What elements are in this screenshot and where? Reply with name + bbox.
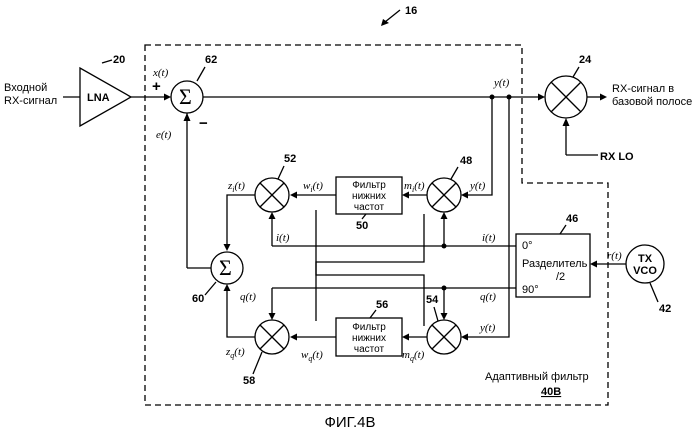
e-signal-label: e(t) <box>156 129 172 141</box>
lpf-56-leader <box>370 310 376 318</box>
cross-wire-a <box>316 210 424 326</box>
mixer58-q-arrow <box>269 313 276 320</box>
mixer-52-number: 52 <box>284 153 296 165</box>
y-top-signal-label: y(t) <box>493 77 510 89</box>
junction-i <box>442 244 447 249</box>
sum62-plus: + <box>152 78 161 95</box>
mixer24-input-arrow <box>538 94 545 101</box>
sum60-zq-arrow <box>224 284 231 291</box>
mixer-48-number: 48 <box>460 155 472 167</box>
sum62-minus: − <box>199 115 208 132</box>
summer-62-number: 62 <box>205 54 217 66</box>
baseband-output-arrow <box>600 94 607 101</box>
y-54-signal-label: y(t) <box>479 322 496 334</box>
tx-vco-number: 42 <box>659 303 671 315</box>
splitter-46-number: 46 <box>566 213 578 225</box>
lpf56-input-arrow <box>402 334 409 341</box>
mixer48-i-arrow <box>441 212 448 219</box>
summer-62-symbol: Σ <box>179 84 192 109</box>
q-left-signal-label: q(t) <box>240 291 256 303</box>
mi-signal-label: mi(t) <box>404 180 425 194</box>
lpf-50-line3: частот <box>354 202 385 213</box>
wq-signal-label: wq(t) <box>301 349 323 363</box>
mixer-54-number: 54 <box>426 294 439 306</box>
zq-signal-label: zq(t) <box>225 346 245 360</box>
i-left-signal-label: i(t) <box>276 232 290 244</box>
zi-wire <box>227 195 255 244</box>
summer-60-number: 60 <box>192 293 204 305</box>
mixer-24-leader <box>573 67 579 77</box>
lpf-50-line1: Фильтр <box>352 180 386 191</box>
summer-62-leader <box>197 67 205 81</box>
q-right-signal-label: q(t) <box>480 291 496 303</box>
mixer52-i-arrow <box>269 212 276 219</box>
mixer54-q-arrow <box>441 313 448 320</box>
tx-vco-leader <box>650 283 658 302</box>
mixer-24-number: 24 <box>579 54 592 66</box>
lna-leader <box>102 60 112 63</box>
tx-vco-line2: VCO <box>633 265 657 277</box>
summer-60-leader <box>205 282 216 295</box>
lna-number: 20 <box>113 54 125 66</box>
mixer-48-leader <box>451 167 458 179</box>
input-label-line1: Входной <box>4 82 47 94</box>
sum62-minus-arrow <box>184 113 191 121</box>
cross-wire-b <box>316 214 424 321</box>
lna-label: LNA <box>87 92 110 104</box>
adaptive-filter-number: 40B <box>541 386 561 398</box>
figure-caption: ФИГ.4В <box>325 414 376 431</box>
mixer-58-number: 58 <box>243 375 255 387</box>
lpf-56-line3: частот <box>354 344 385 355</box>
adaptive-filter-label: Адаптивный фильтр <box>485 371 589 383</box>
sum60-zi-arrow <box>224 244 231 251</box>
splitter-46-leader <box>560 225 566 234</box>
rx-lo-label: RX LO <box>600 151 634 163</box>
junction-q <box>442 286 447 291</box>
mixer-54-leader <box>434 307 438 321</box>
output-label-line2: базовой полосе <box>612 96 692 108</box>
mixer-52-leader <box>278 166 284 179</box>
lpf-56-number: 56 <box>376 299 388 311</box>
mixer52-w-arrow <box>290 192 297 199</box>
zi-signal-label: zi(t) <box>227 180 245 194</box>
mixer-58-leader <box>253 352 262 374</box>
i-right-signal-label: i(t) <box>482 232 496 244</box>
splitter-46-deg0: 0° <box>522 240 533 252</box>
splitter-46-line2: /2 <box>556 271 565 283</box>
ref-16-leader <box>385 10 400 22</box>
rx-lo-arrow <box>563 118 570 126</box>
lpf-50-line2: нижних <box>352 191 386 202</box>
splitter-r-arrow <box>590 261 597 268</box>
lpf-50-number: 50 <box>356 220 368 232</box>
mixer54-y-arrow <box>461 334 468 341</box>
output-label-line1: RX-сигнал в <box>612 83 674 95</box>
lpf-50-leader <box>362 214 366 219</box>
tx-vco-line1: TX <box>638 253 653 265</box>
mixer48-y-arrow <box>461 192 468 199</box>
mq-signal-label: mq(t) <box>402 349 425 363</box>
r-signal-label: r(t) <box>607 250 622 262</box>
wi-signal-label: wi(t) <box>303 180 323 194</box>
y-48-signal-label: y(t) <box>469 180 486 192</box>
lpf50-input-arrow <box>402 192 409 199</box>
splitter-46-deg90: 90° <box>522 284 539 296</box>
summer-60-symbol: Σ <box>219 255 232 280</box>
splitter-46-line1: Разделитель <box>522 258 588 270</box>
lpf-56-line2: нижних <box>352 333 386 344</box>
mixer58-w-arrow <box>290 334 297 341</box>
sum62-input-arrow <box>164 94 171 101</box>
ref-16-label: 16 <box>405 5 417 17</box>
input-label-line2: RX-сигнал <box>4 95 57 107</box>
lpf-56-line1: Фильтр <box>352 322 386 333</box>
